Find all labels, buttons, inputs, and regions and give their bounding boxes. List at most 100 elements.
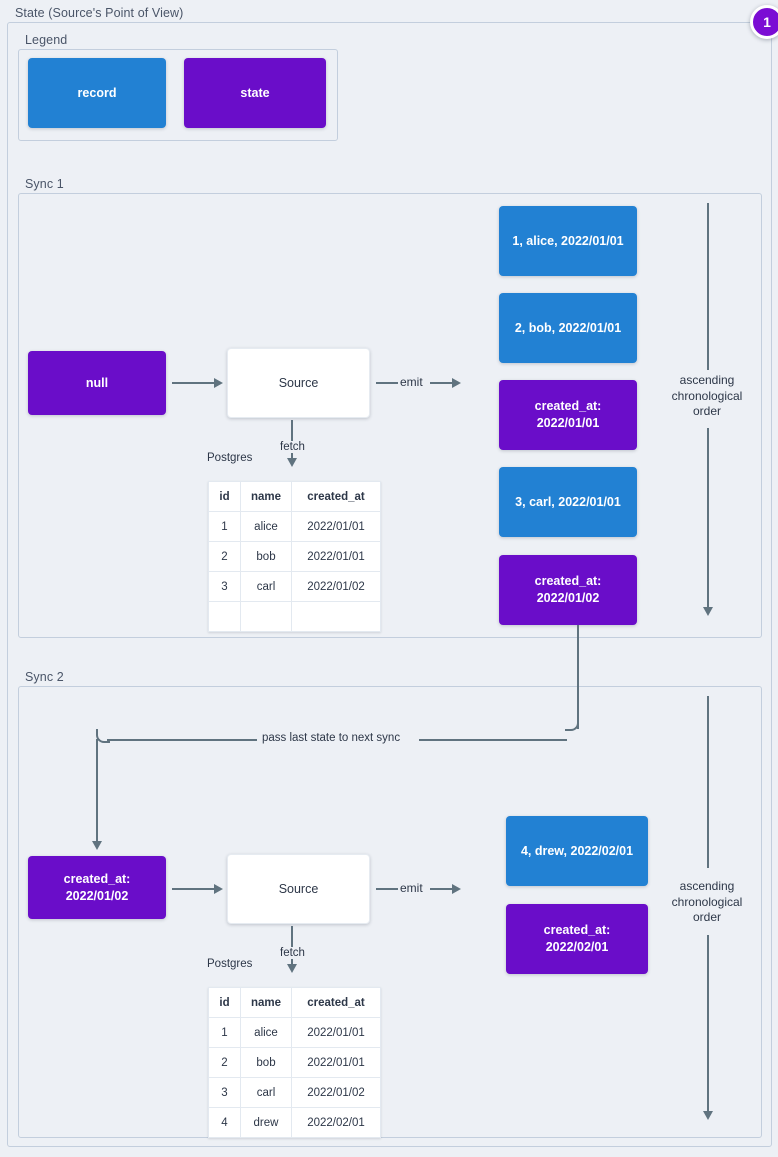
sync1-message-3-text: 3, carl, 2022/01/01 — [515, 494, 621, 509]
sync1-message-2-line1: created_at: — [534, 399, 602, 414]
cell-name: alice — [240, 1017, 292, 1048]
cell-created — [291, 601, 381, 632]
table-row: 2 bob 2022/01/01 — [208, 541, 381, 572]
sync1-emit-line-left — [376, 382, 398, 384]
sync1-message-1-text: 2, bob, 2022/01/01 — [514, 320, 622, 335]
sync1-col-name: name — [240, 481, 292, 512]
sync1-table-header-row: id name created_at — [208, 481, 381, 512]
table-row: 3 carl 2022/01/02 — [208, 571, 381, 602]
sync1-title: Sync 1 — [21, 177, 68, 191]
sync2-emit-line-right — [430, 888, 453, 890]
sync1-message-3: 3, carl, 2022/01/01 — [499, 467, 637, 537]
sync1-message-4-line2: 2022/01/02 — [536, 591, 600, 605]
sync1-source-label: Source — [278, 375, 319, 390]
legend-swatch-record: record — [28, 58, 166, 128]
cell-name: alice — [240, 511, 292, 542]
cell-name — [240, 601, 292, 632]
cell-id: 4 — [208, 1107, 241, 1138]
legend-label-state: state — [240, 85, 270, 100]
sync1-message-4-line1: created_at: — [534, 574, 602, 589]
sync1-order-label: ascending chronological order — [671, 373, 743, 419]
sync2-order-line-top — [707, 696, 709, 868]
sync1-message-1: 2, bob, 2022/01/01 — [499, 293, 637, 363]
cell-id: 2 — [208, 1047, 241, 1078]
table-row: 3 carl 2022/01/02 — [208, 1077, 381, 1108]
cell-created: 2022/01/01 — [291, 511, 381, 542]
sync1-message-2-line2: 2022/01/01 — [536, 416, 600, 430]
cell-created: 2022/01/01 — [291, 1047, 381, 1078]
table-row: 4 drew 2022/02/01 — [208, 1107, 381, 1138]
pass-state-label: pass last state to next sync — [259, 732, 404, 744]
sync2-state-to-source-line — [172, 888, 214, 890]
cell-id: 1 — [208, 1017, 241, 1048]
sync1-state-to-source-line — [172, 382, 214, 384]
sync1-input-state-label: null — [85, 375, 109, 390]
sync1-state-to-source-arrowhead — [214, 378, 223, 388]
sync1-fetch-line — [291, 420, 293, 460]
sync1-emit-arrowhead — [452, 378, 461, 388]
sync1-frame — [18, 193, 762, 638]
sync2-source-label: Source — [278, 881, 319, 896]
sync2-fetch-line — [291, 926, 293, 966]
sync2-fetch-arrowhead — [287, 964, 297, 973]
sync2-col-id: id — [208, 987, 241, 1018]
sync2-table: id name created_at 1 alice 2022/01/01 2 … — [208, 987, 381, 1138]
sync2-title: Sync 2 — [21, 670, 68, 684]
sync2-col-name: name — [240, 987, 292, 1018]
table-row — [208, 601, 381, 632]
pass-state-line-left-segment — [107, 739, 257, 741]
sync2-emit-label: emit — [400, 881, 423, 895]
cell-created: 2022/01/01 — [291, 541, 381, 572]
table-row: 1 alice 2022/01/01 — [208, 1017, 381, 1048]
sync1-fetch-arrowhead — [287, 458, 297, 467]
pass-state-corner-left — [96, 729, 110, 743]
cell-id — [208, 601, 241, 632]
cell-id: 2 — [208, 541, 241, 572]
cell-name: carl — [240, 571, 292, 602]
sync2-frame — [18, 686, 762, 1138]
sync2-fetch-label: fetch — [277, 947, 308, 959]
sync1-message-0: 1, alice, 2022/01/01 — [499, 206, 637, 276]
sync1-message-4: created_at: 2022/01/02 — [499, 555, 637, 625]
sync1-order-line-top — [707, 203, 709, 370]
sync1-message-2: created_at: 2022/01/01 — [499, 380, 637, 450]
sync2-emit-arrowhead — [452, 884, 461, 894]
legend-title: Legend — [21, 33, 72, 47]
table-row: 1 alice 2022/01/01 — [208, 511, 381, 542]
pass-state-arrowhead — [92, 841, 102, 850]
sync1-source: Source — [227, 348, 370, 418]
step-badge: 1 — [750, 5, 778, 39]
sync2-input-state-line2: 2022/01/02 — [65, 888, 129, 903]
diagram-title: State (Source's Point of View) — [11, 6, 188, 20]
sync1-db-label: Postgres — [207, 452, 253, 464]
sync2-order-label: ascending chronological order — [671, 879, 743, 925]
pass-state-line-down-right — [577, 625, 579, 729]
legend-swatch-state: state — [184, 58, 326, 128]
outer-frame — [7, 22, 772, 1147]
sync1-emit-line-right — [430, 382, 453, 384]
legend-frame — [18, 49, 338, 141]
cell-name: bob — [240, 541, 292, 572]
table-row: 2 bob 2022/01/01 — [208, 1047, 381, 1078]
cell-name: drew — [240, 1107, 292, 1138]
sync1-fetch-label: fetch — [277, 441, 308, 453]
cell-created: 2022/01/02 — [291, 571, 381, 602]
sync1-input-state: null — [28, 351, 166, 415]
sync2-table-header-row: id name created_at — [208, 987, 381, 1018]
sync2-emit-line-left — [376, 888, 398, 890]
sync1-order-line-bottom — [707, 428, 709, 608]
sync2-db-label: Postgres — [207, 958, 253, 970]
sync2-input-state-line1: created_at: — [63, 871, 131, 886]
pass-state-line-right-segment — [419, 739, 567, 741]
sync2-col-created: created_at — [291, 987, 381, 1018]
sync2-source: Source — [227, 854, 370, 924]
sync2-input-state: created_at: 2022/01/02 — [28, 856, 166, 919]
cell-name: carl — [240, 1077, 292, 1108]
sync1-table: id name created_at 1 alice 2022/01/01 2 … — [208, 481, 381, 632]
sync2-message-0: 4, drew, 2022/02/01 — [506, 816, 648, 886]
pass-state-line-down-left — [96, 739, 98, 843]
cell-name: bob — [240, 1047, 292, 1078]
sync2-order-arrowhead — [703, 1111, 713, 1120]
cell-created: 2022/01/02 — [291, 1077, 381, 1108]
